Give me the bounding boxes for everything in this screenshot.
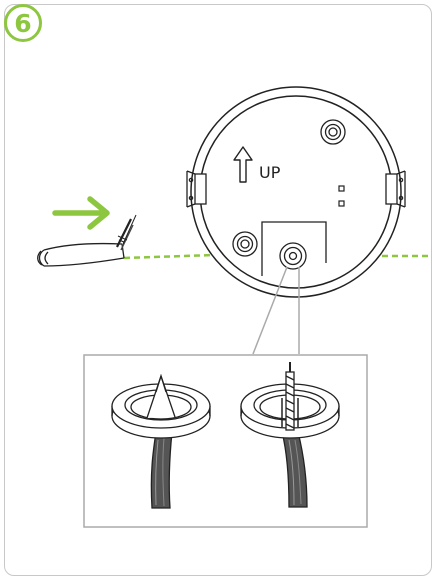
- side-clip-right: [385, 170, 406, 208]
- side-clip-left: [186, 170, 207, 208]
- orientation-label: UP: [259, 163, 281, 182]
- screw-hole-top-right: [320, 119, 346, 145]
- grommet-closed-detail: [111, 373, 211, 509]
- grommet-wire-inserted-detail: [240, 362, 340, 508]
- device-outer-ring: [190, 86, 402, 298]
- indicator-dot: [338, 200, 345, 207]
- arrow-right-icon: [52, 196, 110, 230]
- arrow-up-icon: [233, 146, 253, 183]
- detail-inset-frame: [83, 354, 368, 528]
- cable: [37, 214, 137, 267]
- cable-entry-housing: [261, 221, 327, 276]
- cable-wire-end: [116, 214, 137, 251]
- cable-grommet: [279, 242, 307, 270]
- step-frame: [4, 4, 432, 576]
- indicator-dot: [338, 185, 345, 192]
- zoom-callout-lines: [252, 266, 300, 355]
- screw-hole-bottom-left: [232, 231, 258, 257]
- device-base: [186, 86, 406, 298]
- step-number-badge: 6: [4, 4, 42, 42]
